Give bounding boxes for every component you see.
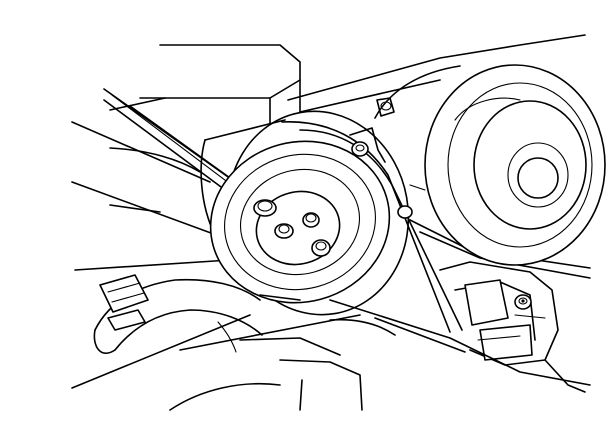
bolt-middle (274, 223, 294, 239)
radiator-hose (93, 274, 263, 354)
bolt-top (302, 212, 320, 228)
frame-rails (71, 121, 231, 271)
hose-clamp (99, 274, 149, 331)
bolt-bottom (311, 239, 331, 257)
lower-crossmember (71, 294, 591, 411)
pulley-bolts (253, 199, 331, 257)
crankshaft-pulley (200, 110, 410, 316)
idler-pulley (374, 64, 606, 266)
tensioner-assembly (439, 261, 586, 393)
detail-marks (217, 184, 525, 353)
engine-bracket (109, 34, 586, 126)
bolt-left (253, 199, 277, 217)
